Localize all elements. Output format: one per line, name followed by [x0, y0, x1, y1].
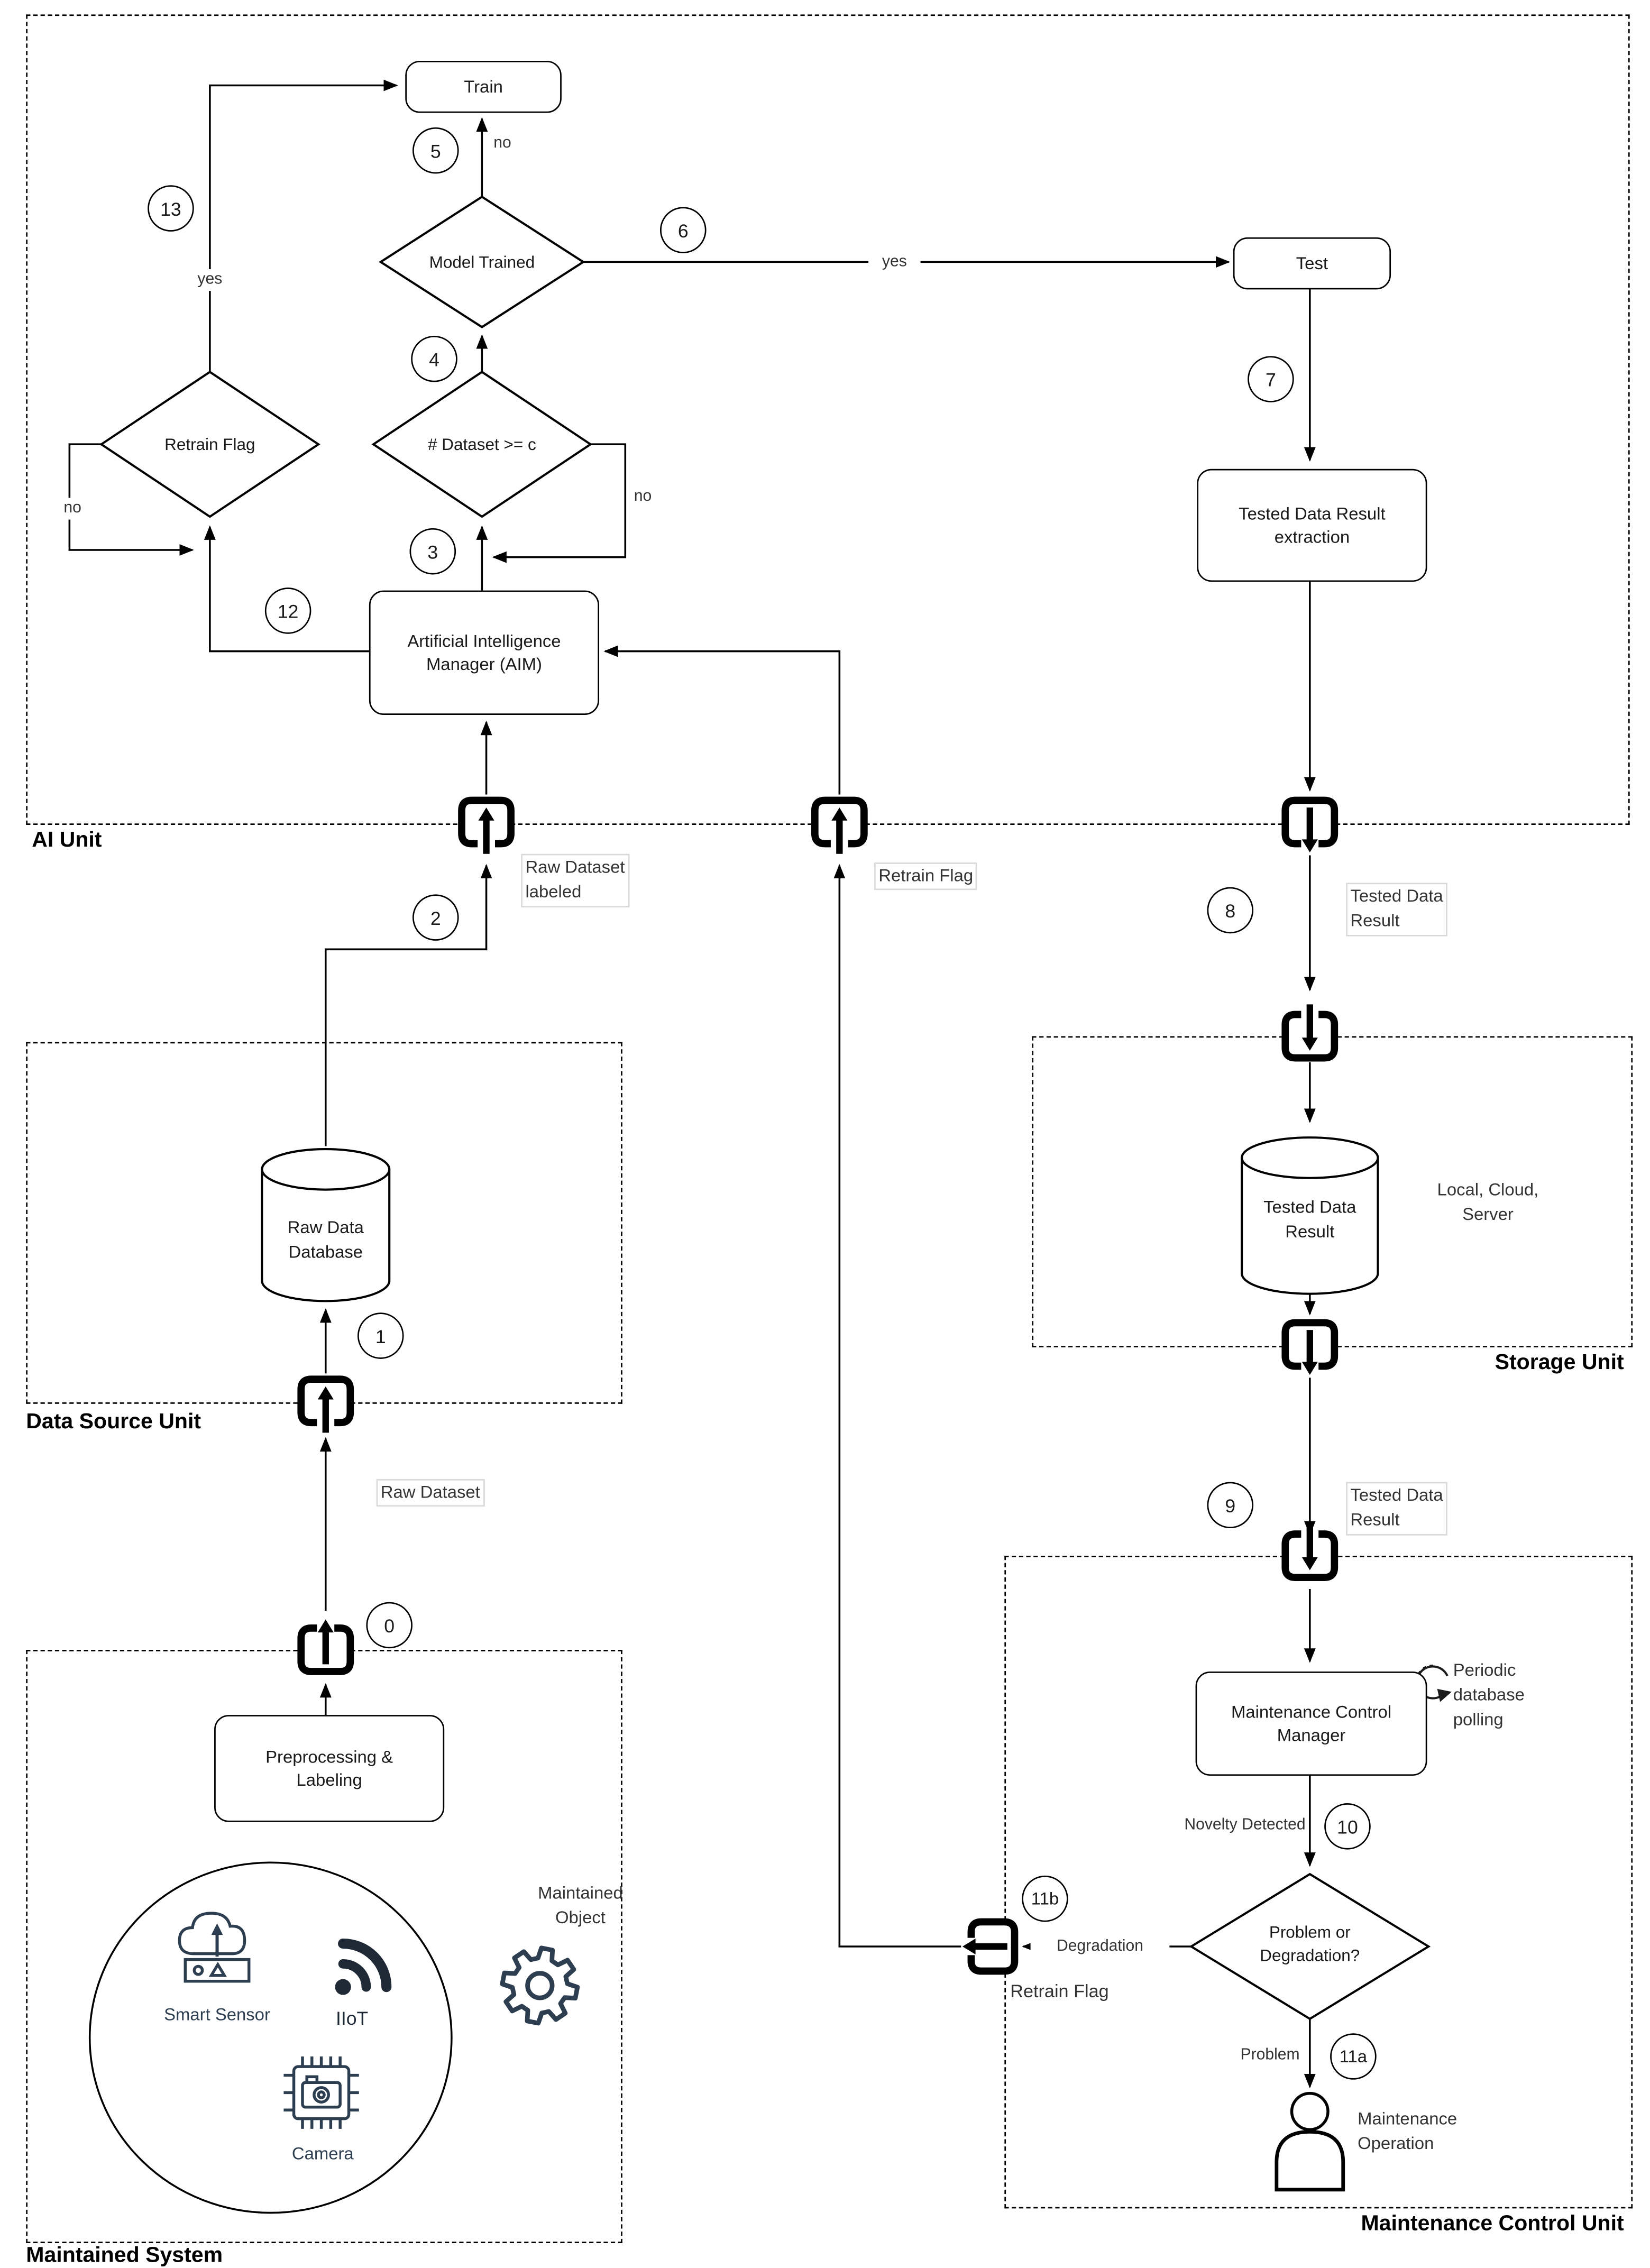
- edge-label-retrain-flag-low: Retrain Flag: [1010, 1981, 1109, 2001]
- periodic-line2: database: [1453, 1684, 1525, 1705]
- problem-line2: Degradation?: [1260, 1948, 1360, 1966]
- retrain-flag-diamond-text: Retrain Flag: [164, 437, 255, 455]
- ai-unit-label: AI Unit: [32, 828, 102, 852]
- edge-label-tested-data-1: Tested Data Result: [1346, 883, 1447, 936]
- data-source-unit-label: Data Source Unit: [26, 1409, 201, 1435]
- local-cloud-line1: Local, Cloud,: [1437, 1179, 1539, 1200]
- maintained-object-line2: Object: [555, 1907, 606, 1927]
- edge-label-yes-model: yes: [868, 252, 921, 274]
- step-circle-10: 10: [1324, 1803, 1371, 1850]
- raw-db-line2: Database: [288, 1241, 363, 1262]
- edge-label-retrain-flag-mid: Retrain Flag: [874, 862, 978, 890]
- mcm-line2: Manager: [1277, 1725, 1346, 1746]
- step-circle-3: 3: [409, 528, 456, 575]
- raw-dataset-labeled-line1: Raw Dataset: [525, 857, 625, 877]
- step-circle-2: 2: [412, 894, 459, 941]
- edge-label-no-dataset: no: [634, 486, 652, 509]
- maintenance-op-line2: Operation: [1358, 2133, 1434, 2153]
- edge-label-novelty: Novelty Detected: [1143, 1814, 1306, 1838]
- smart-sensor-label: Smart Sensor: [164, 2004, 270, 2025]
- step-circle-5: 5: [412, 127, 459, 174]
- aim-line2: Manager (AIM): [426, 654, 542, 675]
- mcm-line1: Maintenance Control: [1231, 1701, 1392, 1722]
- tested-data-1-line2: Result: [1350, 911, 1400, 931]
- edge-label-degradation: Degradation: [1030, 1936, 1170, 1959]
- aim-line1: Artificial Intelligence: [407, 630, 561, 651]
- raw-dataset-labeled-line2: labeled: [525, 882, 582, 903]
- edge-label-tested-data-2: Tested Data Result: [1346, 1482, 1447, 1536]
- model-trained-text: Model Trained: [429, 254, 535, 272]
- preprocessing-line2: Labeling: [296, 1770, 362, 1790]
- edge-label-yes-retrain: yes: [184, 269, 236, 292]
- maintained-object-label: Maintained Object: [518, 1881, 643, 1930]
- tested-db-line1: Tested Data: [1263, 1197, 1356, 1217]
- step-circle-4: 4: [411, 335, 457, 382]
- extraction-node: Tested Data Result extraction: [1197, 469, 1427, 582]
- raw-db-line1: Raw Data: [287, 1217, 364, 1237]
- extraction-line2: extraction: [1274, 527, 1350, 547]
- test-node: Test: [1233, 237, 1391, 290]
- problem-line1: Problem or: [1269, 1924, 1351, 1942]
- maintained-object-line1: Maintained: [538, 1883, 623, 1903]
- edge-retrain-flag-up: [833, 864, 961, 1948]
- test-node-label: Test: [1296, 253, 1328, 273]
- step-circle-8: 8: [1207, 887, 1254, 934]
- tested-data-2-line2: Result: [1350, 1510, 1400, 1530]
- extraction-line1: Tested Data Result: [1239, 503, 1386, 524]
- step-circle-1: 1: [357, 1312, 404, 1359]
- edge-label-no-train: no: [493, 133, 511, 155]
- problem-degradation-text: Problem or Degradation?: [1191, 1922, 1428, 1968]
- local-cloud-line2: Server: [1462, 1204, 1514, 1224]
- edge-label-no-retrain: no: [63, 498, 81, 520]
- step-circle-9: 9: [1207, 1482, 1254, 1529]
- tested-data-1-line1: Tested Data: [1350, 885, 1443, 906]
- step-circle-7: 7: [1248, 356, 1294, 402]
- periodic-polling-label: Periodic database polling: [1453, 1658, 1525, 1731]
- train-node-label: Train: [464, 76, 503, 97]
- aim-node: Artificial Intelligence Manager (AIM): [369, 590, 600, 715]
- storage-unit-label: Storage Unit: [1495, 1350, 1624, 1375]
- preprocessing-node: Preprocessing & Labeling: [214, 1715, 445, 1822]
- maintenance-operation-label: Maintenance Operation: [1358, 2107, 1457, 2156]
- edge-label-raw-dataset-labeled: Raw Dataset labeled: [521, 853, 629, 907]
- edge-label-raw-dataset: Raw Dataset: [376, 1479, 485, 1507]
- preprocessing-line1: Preprocessing &: [265, 1746, 393, 1767]
- step-circle-13: 13: [148, 185, 194, 232]
- maintained-system-label: Maintained System: [26, 2243, 223, 2268]
- maintenance-op-line1: Maintenance: [1358, 2108, 1458, 2129]
- periodic-line1: Periodic: [1453, 1660, 1516, 1681]
- tested-data-2-line1: Tested Data: [1350, 1484, 1443, 1505]
- tested-db-line2: Result: [1285, 1221, 1335, 1242]
- iiot-label: IIoT: [335, 2007, 369, 2029]
- raw-db-text: Raw Data Database: [262, 1216, 389, 1264]
- train-node: Train: [405, 60, 562, 113]
- edge-label-problem: Problem: [1184, 2045, 1300, 2068]
- periodic-line3: polling: [1453, 1709, 1504, 1729]
- step-circle-0: 0: [366, 1602, 412, 1649]
- step-circle-6: 6: [659, 207, 707, 253]
- camera-label: Camera: [291, 2143, 354, 2164]
- step-circle-12: 12: [264, 587, 311, 634]
- dataset-threshold-text: # Dataset >= c: [427, 437, 536, 455]
- maintenance-control-unit-label: Maintenance Control Unit: [1361, 2211, 1624, 2236]
- step-circle-11a: 11a: [1330, 2033, 1377, 2080]
- local-cloud-server-label: Local, Cloud, Server: [1401, 1178, 1574, 1227]
- tested-db-text: Tested Data Result: [1242, 1196, 1378, 1244]
- step-circle-11b: 11b: [1022, 1875, 1068, 1922]
- maintenance-control-manager-node: Maintenance Control Manager: [1195, 1672, 1427, 1776]
- ai-unit-container: [26, 14, 1630, 825]
- maintenance-control-unit-container: [1004, 1556, 1633, 2209]
